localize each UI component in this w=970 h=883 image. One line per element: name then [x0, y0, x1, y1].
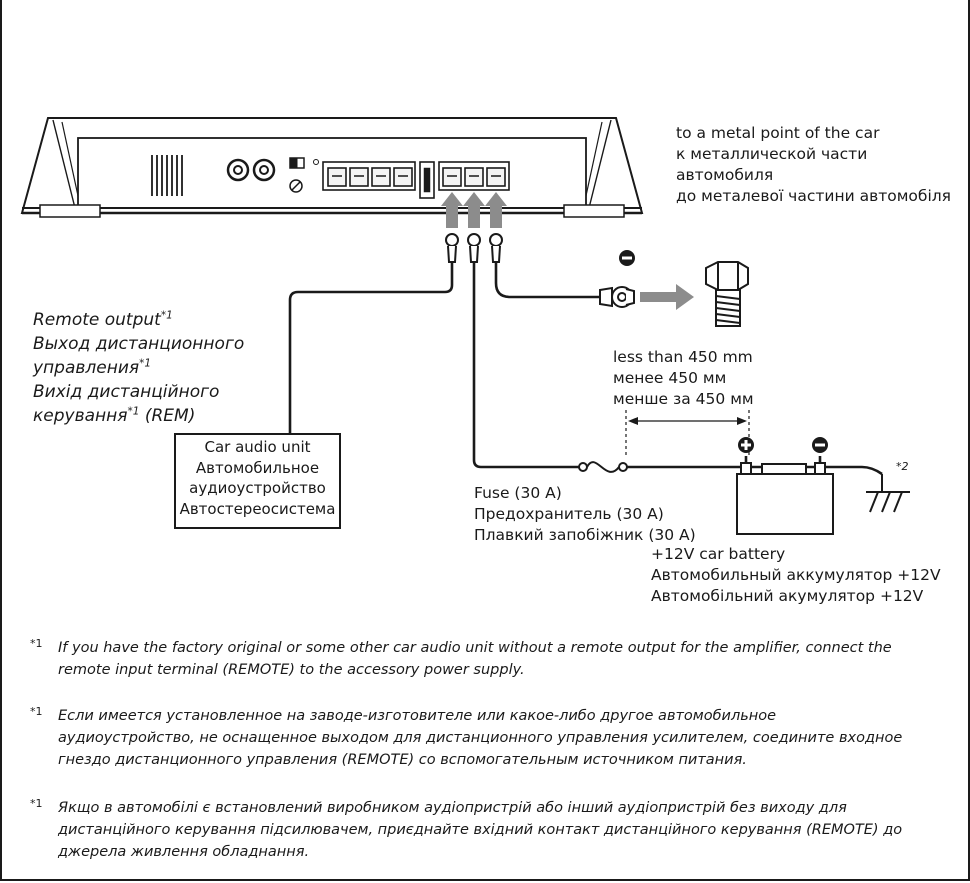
fuse-en: Fuse (30 A) — [474, 484, 562, 502]
bolt-icon — [705, 261, 749, 327]
ring-terminals — [445, 233, 503, 263]
car-audio-unit-en: Car audio unit — [204, 438, 311, 456]
speaker-terminals — [322, 161, 416, 191]
footnote-uk-line-3: джерела живлення обладнання. — [58, 844, 310, 860]
metal-point-en: to a metal point of the car — [676, 124, 880, 142]
fuse-symbol — [578, 461, 628, 473]
rca-input-jacks — [226, 158, 276, 182]
battery-uk: Автомобільний акумулятор +12V — [651, 587, 924, 605]
footnote-en-line-2: remote input terminal (REMOTE) to the ac… — [58, 662, 525, 678]
remote-output-uk-2: керування*1 (REM) — [33, 405, 196, 426]
negative-sign-icon-battery — [812, 437, 828, 453]
fuse-uk: Плавкий запобіжник (30 A) — [474, 526, 696, 544]
footnote-ru: *1 Если имеется установленное на заводе-… — [30, 705, 950, 771]
vent-slots — [151, 155, 183, 196]
metal-point-ru-1: к металлической части — [676, 145, 868, 163]
battery-ru: Автомобильный аккумулятор +12V — [651, 566, 941, 584]
fuse-label: Fuse (30 A) Предохранитель (30 A) Плавки… — [474, 483, 696, 546]
metal-point-ru-2: автомобиля — [676, 166, 774, 184]
footnote-uk: *1 Якщо в автомобілі є встановлений виро… — [30, 797, 950, 863]
chassis-ground-icon — [866, 474, 910, 513]
footnote-en: *1 If you have the factory original or s… — [30, 637, 950, 681]
footnote-ru-line-1: Если имеется установленное на заводе-изг… — [58, 708, 777, 724]
ground-footnote-mark: *2 — [896, 460, 909, 473]
car-audio-unit-box: Car audio unit Автомобильное аудиоустрой… — [174, 433, 341, 529]
footnote-mark: *1 — [30, 637, 43, 650]
remote-output-ru-1: Выход дистанционного — [33, 334, 245, 354]
positive-sign-icon — [738, 437, 754, 453]
footnote-uk-line-2: дистанційного керування підсилювачем, пр… — [58, 822, 903, 838]
amplifier — [20, 117, 644, 218]
arrow-to-bolt — [640, 284, 694, 310]
distance-label: less than 450 mm менее 450 мм менше за 4… — [613, 347, 754, 410]
footnote-ru-line-2: аудиоустройство, не оснащенное выходом д… — [58, 730, 903, 746]
car-audio-unit-ru-1: Автомобильное — [195, 458, 320, 477]
power-terminals — [438, 161, 510, 191]
distance-marker — [625, 410, 750, 456]
remote-output-uk-1: Вихід дистанційного — [33, 382, 220, 402]
distance-ru: менее 450 мм — [613, 369, 727, 387]
remote-output-ru-2: управления*1 — [33, 357, 152, 378]
negative-sign-icon — [619, 250, 635, 266]
fuse-ru: Предохранитель (30 A) — [474, 505, 664, 523]
car-battery — [736, 462, 834, 535]
metal-point-uk: до металевої частини автомобіля — [676, 187, 952, 205]
wires — [288, 262, 883, 476]
car-audio-unit-uk: Автостереосистема — [179, 499, 336, 518]
footnote-mark: *1 — [30, 705, 43, 718]
distance-uk: менше за 450 мм — [613, 390, 754, 408]
footnote-en-line-1: If you have the factory original or some… — [58, 640, 892, 656]
battery-en: +12V car battery — [651, 545, 786, 563]
footnote-ru-line-3: гнездо дистанционного управления (REMOTE… — [58, 752, 747, 768]
insertion-arrows — [441, 192, 507, 228]
distance-en: less than 450 mm — [613, 348, 753, 366]
car-audio-unit-ru-2: аудиоустройство — [189, 479, 326, 497]
footnote-mark: *1 — [30, 797, 43, 810]
battery-label: +12V car battery Автомобильный аккумулят… — [651, 544, 941, 607]
remote-output-en: Remote output*1 — [33, 309, 173, 330]
metal-point-label: to a metal point of the car к металличес… — [676, 123, 951, 207]
ground-lug — [599, 286, 635, 308]
footnote-uk-line-1: Якщо в автомобілі є встановлений виробни… — [58, 800, 847, 816]
remote-output-label: Remote output*1 Выход дистанционного упр… — [33, 308, 244, 428]
